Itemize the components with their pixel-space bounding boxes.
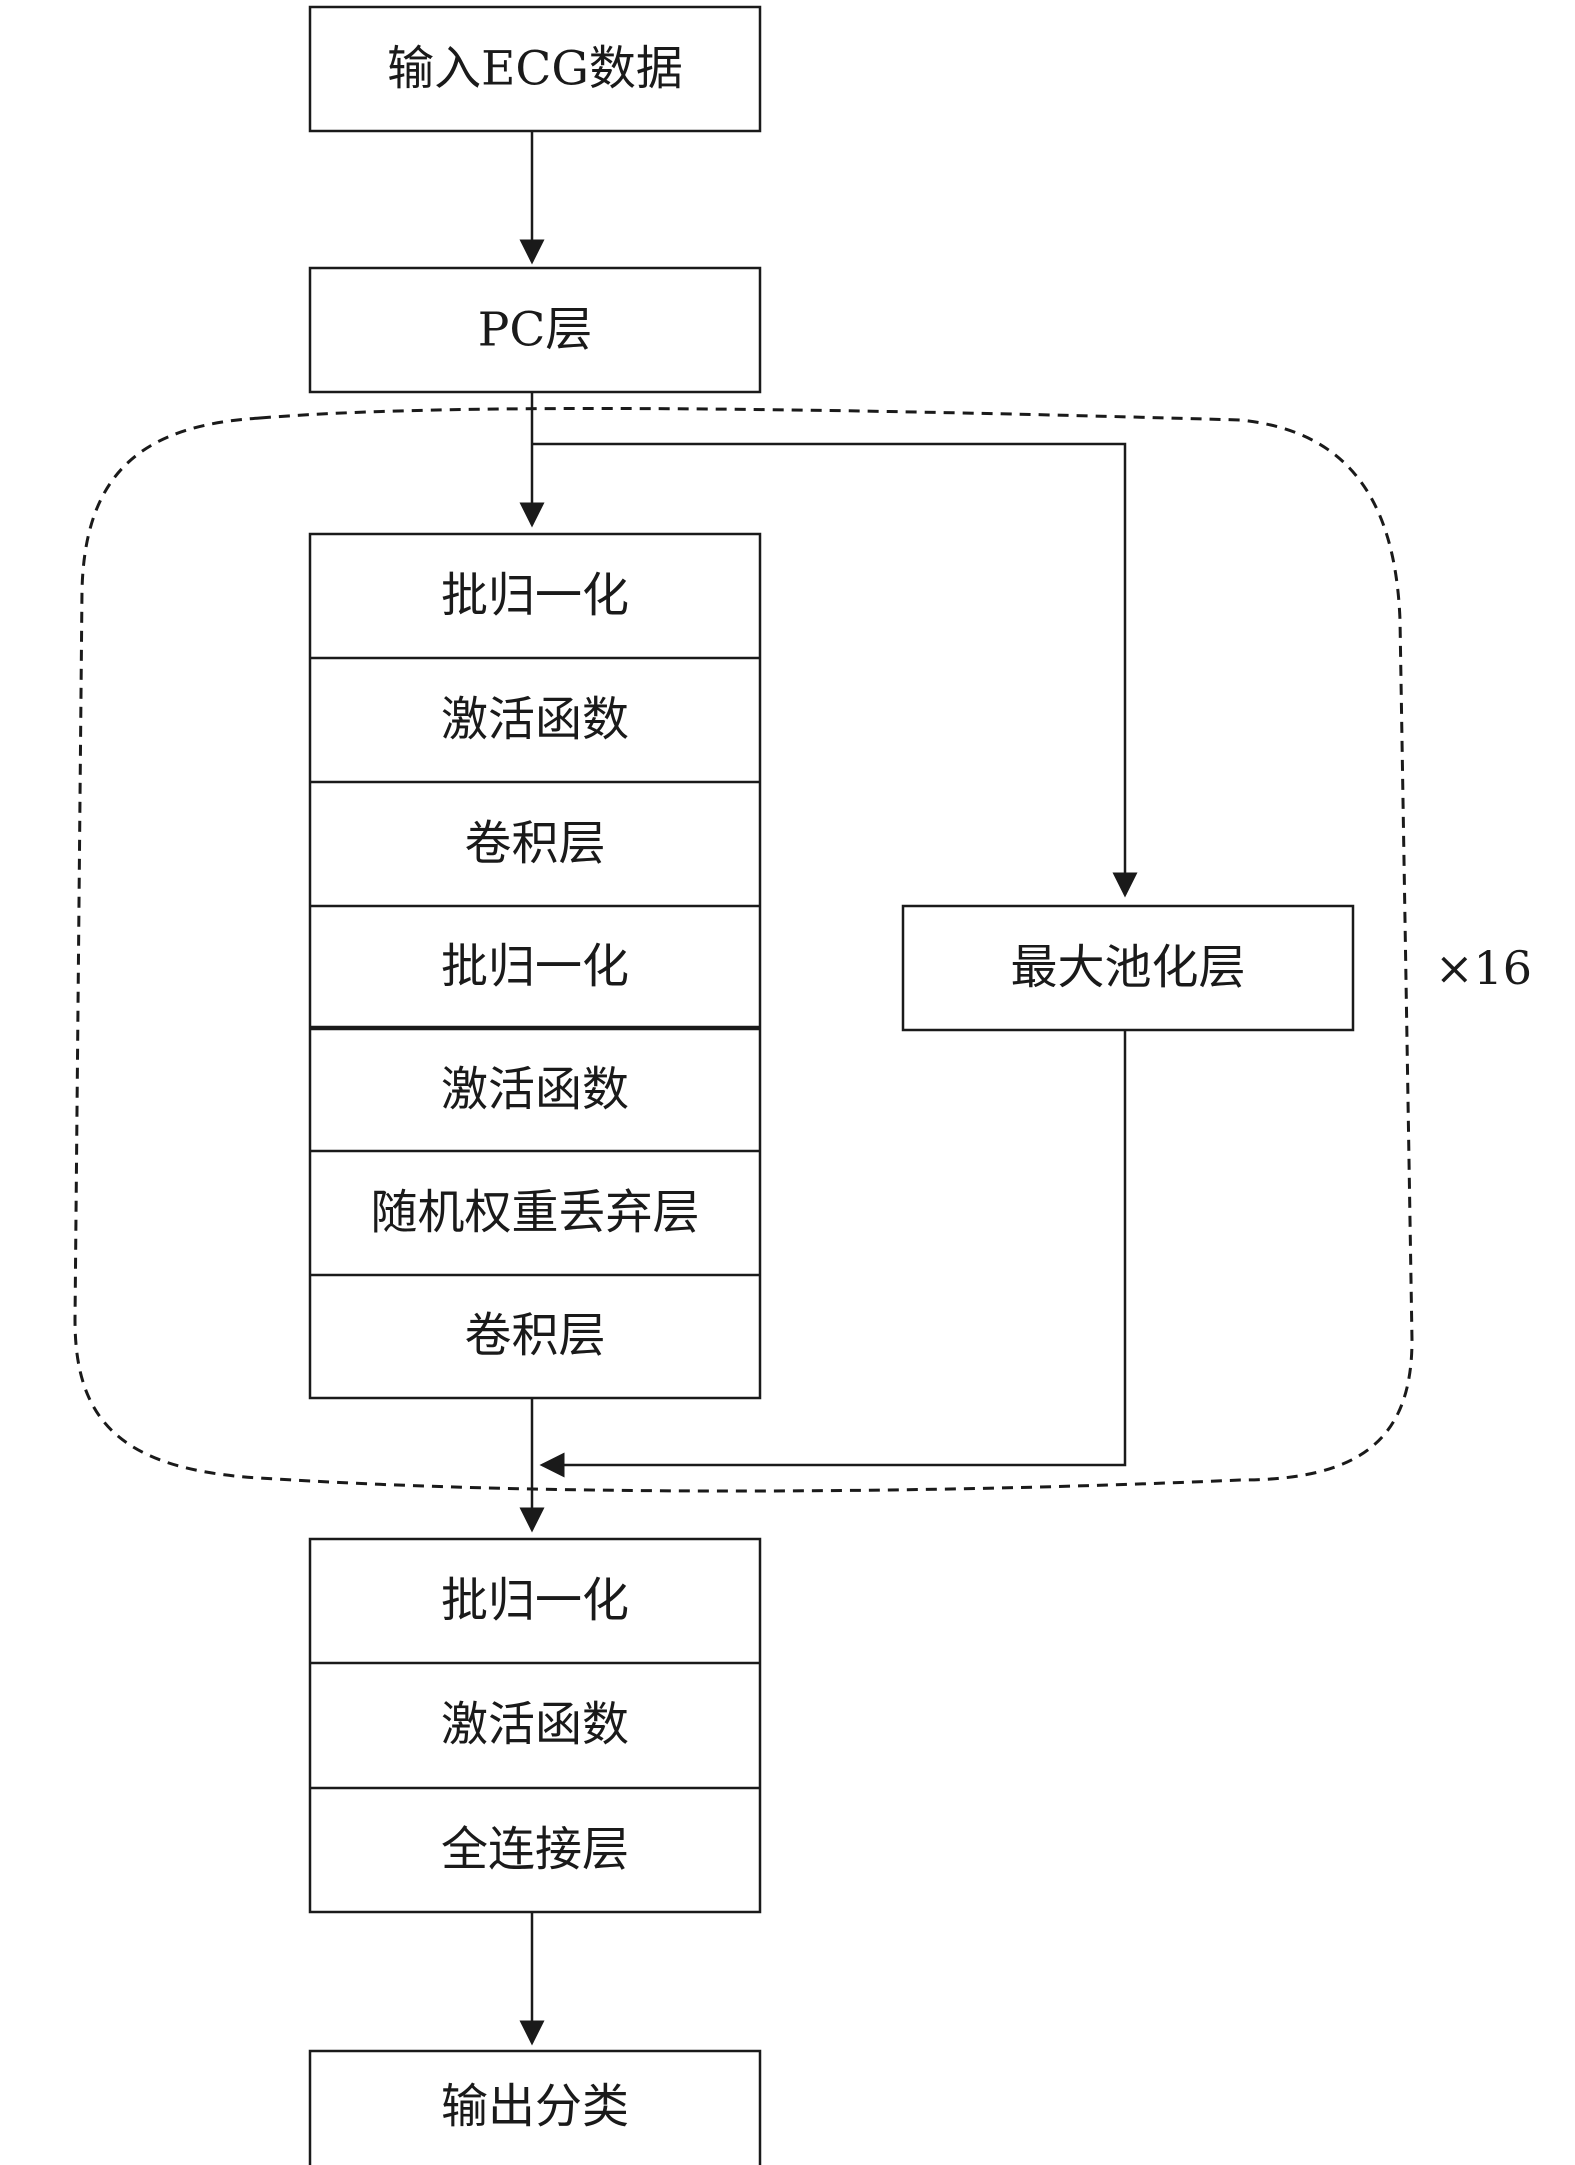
pc-layer-node: PC层 [308,266,762,394]
block-activation-2-label: 激活函数 [441,1063,629,1118]
block-activation-1-label: 激活函数 [441,693,629,748]
input-node-label: 输入ECG数据 [387,42,683,97]
edge-maxpool-to-merge [539,1030,1127,1478]
max-pool-node: 最大池化层 [901,904,1355,1032]
edges [519,131,1138,2046]
head-activation-label: 激活函数 [441,1698,629,1753]
repeat-region-outline [73,406,1414,1493]
head-batchnorm-label: 批归一化 [441,1574,629,1629]
head-fc-label: 全连接层 [441,1823,629,1878]
residual-block-stack: 批归一化 激活函数 卷积层 批归一化 激活函数 随机权重丢弃层 卷积层 [308,532,762,1400]
input-node: 输入ECG数据 [308,5,762,133]
block-batchnorm-1-label: 批归一化 [441,569,629,624]
block-batchnorm-2-label: 批归一化 [441,940,629,995]
max-pool-label: 最大池化层 [1011,941,1246,996]
edge-skip-to-maxpool [532,442,1138,898]
pc-layer-label: PC层 [478,303,593,358]
head-stack: 批归一化 激活函数 全连接层 [308,1537,762,1914]
block-conv-2-label: 卷积层 [465,1309,606,1364]
output-node: 输出分类 [308,2049,762,2165]
output-node-label: 输出分类 [441,2080,629,2135]
block-dropout-label: 随机权重丢弃层 [371,1186,700,1241]
block-conv-1-label: 卷积层 [465,817,606,872]
repeat-count-label: ×16 [1435,941,1532,995]
